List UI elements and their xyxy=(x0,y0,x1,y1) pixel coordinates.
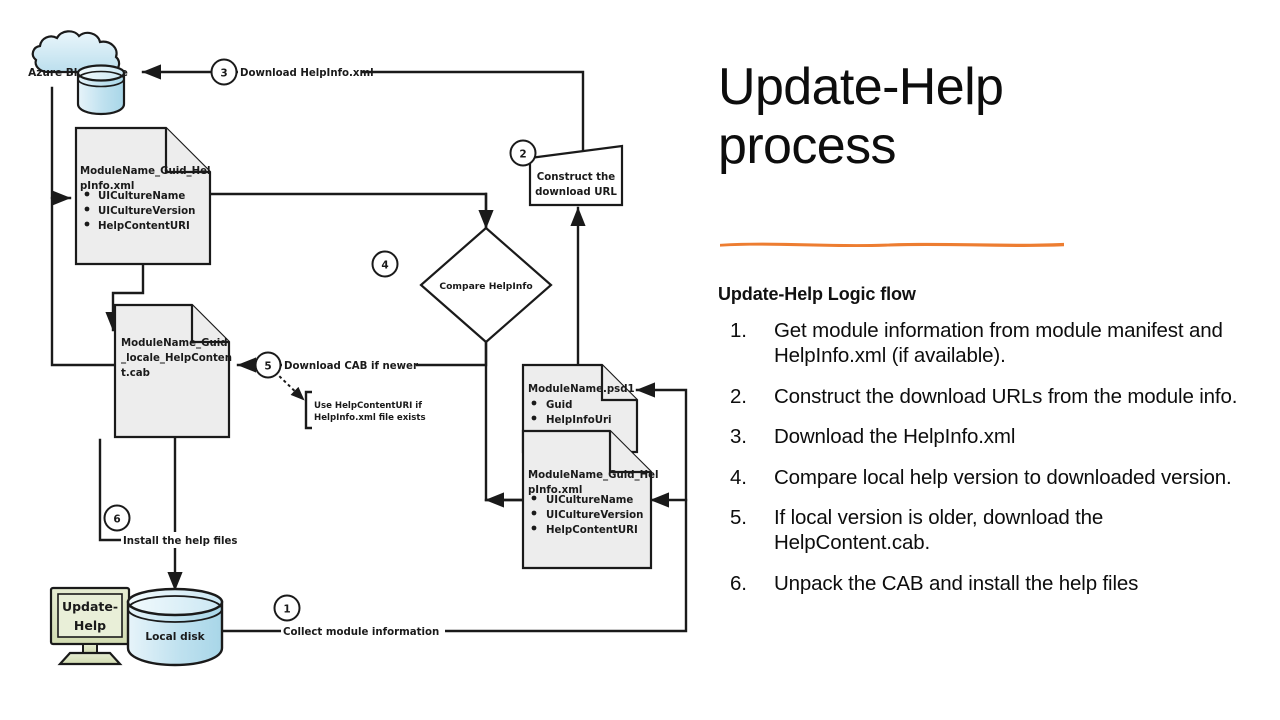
doc-helpinfo-bottom-title-1: ModuleName_Guid_Hel xyxy=(528,470,659,481)
doc-psd1-bullet-1: HelpInfoUri xyxy=(546,415,611,426)
list-item: 4. Compare local help version to download… xyxy=(718,465,1258,490)
doc-psd1-title: ModuleName.psd1 xyxy=(528,384,635,395)
step-badge-6-number: 6 xyxy=(113,514,120,526)
doc-psd1-bullet-0: Guid xyxy=(546,400,572,411)
callout-leader-line xyxy=(274,371,305,401)
edge-label-download-helpinfo: Download HelpInfo.xml xyxy=(240,68,374,79)
callout-note-line-2: HelpInfo.xml file exists xyxy=(314,413,426,423)
local-disk-label: Local disk xyxy=(145,631,205,643)
connector-helpinfo-to-compare xyxy=(208,192,494,230)
step-badge-2-number: 2 xyxy=(519,149,526,161)
doc-cab xyxy=(113,303,231,439)
bullet-dot xyxy=(84,206,90,212)
doc-cab-line-3: t.cab xyxy=(121,368,150,379)
list-item-number: 1. xyxy=(730,319,747,342)
bullet-dot xyxy=(531,510,537,516)
doc-helpinfo-top-bullet-2: HelpContentURI xyxy=(98,221,190,232)
bullet-dot xyxy=(531,400,537,406)
step-badge-6[interactable]: 6 xyxy=(103,504,131,532)
label-bg xyxy=(121,532,225,548)
list-item: 3. Download the HelpInfo.xml xyxy=(718,424,1258,449)
local-disk-cylinder xyxy=(126,587,224,667)
computer-update-help-icon xyxy=(49,586,131,666)
step-badge-3[interactable]: 3 xyxy=(210,58,238,86)
list-item-number: 3. xyxy=(730,425,747,449)
doc-helpinfo-bottom-bullet-1: UICultureVersion xyxy=(546,510,643,521)
doc-helpinfo-top-title-2: pInfo.xml xyxy=(80,181,134,192)
list-item: 5. If local version is older, download th… xyxy=(718,505,1258,556)
list-item-number: 4. xyxy=(730,465,747,489)
doc-helpinfo-bottom-bullet-0: UICultureName xyxy=(546,495,633,506)
logic-flow-step-list: 1. Get module information from module man… xyxy=(718,318,1258,611)
computer-label-line-1: Update- xyxy=(62,599,118,614)
page-title-line-1: Update-Help xyxy=(718,58,1004,116)
step-badge-2[interactable]: 2 xyxy=(509,139,537,167)
step-badge-5[interactable]: 5 xyxy=(254,351,282,379)
process-construct-line-1: Construct the xyxy=(537,172,616,183)
list-item-text: Compare local help version to downloaded… xyxy=(774,465,1232,489)
list-item: 6. Unpack the CAB and install the help fi… xyxy=(718,571,1258,596)
label-bg xyxy=(281,623,445,639)
list-item-text: Construct the download URLs from the mod… xyxy=(774,384,1238,408)
edge-label-download-cab-if-newer: Download CAB if newer xyxy=(284,361,418,372)
label-bg xyxy=(282,357,416,373)
doc-cab-line-1: ModuleName_Guid xyxy=(121,338,228,349)
connector-cloud-to-helpinfo-doc xyxy=(50,86,72,206)
connector-collect-module-information xyxy=(220,382,688,633)
blob-cylinder-icon xyxy=(76,64,126,116)
label-bg xyxy=(238,64,362,80)
doc-cab-line-2: _locale_HelpConten xyxy=(121,353,232,364)
decision-compare-helpinfo xyxy=(419,226,553,344)
page-title-line-2: process xyxy=(718,116,896,175)
edge-label-collect-module-information: Collect module information xyxy=(283,627,439,638)
accent-underline xyxy=(720,242,1064,247)
callout-note-line-1: Use HelpContentURI if xyxy=(314,401,422,411)
doc-helpinfo-top-bullet-1: UICultureVersion xyxy=(98,206,195,217)
azure-blob-store-shape xyxy=(31,30,121,74)
list-item-text: If local version is older, download the … xyxy=(774,506,1104,555)
content-panel: Update-Help process Update-Help Logic fl… xyxy=(710,0,1280,720)
list-item-number: 6. xyxy=(730,571,747,595)
bullet-dot xyxy=(531,415,537,421)
bullet-dot xyxy=(531,525,537,531)
bullet-dot xyxy=(84,221,90,227)
list-item-text: Download the HelpInfo.xml xyxy=(774,425,1016,449)
doc-helpinfo-bottom-title-2: pInfo.xml xyxy=(528,485,582,496)
step-badge-1-number: 1 xyxy=(283,604,290,616)
bullet-dot xyxy=(84,191,90,197)
step-badge-3-number: 3 xyxy=(220,68,227,80)
doc-helpinfo-top xyxy=(74,126,212,266)
process-construct-download-url xyxy=(528,144,624,207)
update-help-flow-diagram: Azure Blob Store ModuleName_Guid_Hel pIn… xyxy=(28,30,688,667)
list-item: 2. Construct the download URLs from the m… xyxy=(718,384,1258,409)
doc-helpinfo-top-bullet-0: UICultureName xyxy=(98,191,185,202)
computer-label-line-2: Help xyxy=(74,618,106,633)
edge-label-install-help-files: Install the help files xyxy=(123,536,237,547)
step-badge-4-number: 4 xyxy=(381,260,388,272)
callout-note-bracket xyxy=(304,390,312,430)
decision-compare-helpinfo-label: Compare HelpInfo xyxy=(439,281,532,292)
process-construct-line-2: download URL xyxy=(535,187,617,198)
connector-install-help-files xyxy=(98,438,124,542)
list-item-text: Unpack the CAB and install the help file… xyxy=(774,571,1139,595)
list-item-number: 5. xyxy=(730,506,747,530)
section-subheading: Update-Help Logic flow xyxy=(718,284,916,304)
step-badge-5-number: 5 xyxy=(264,361,271,373)
doc-helpinfo-bottom xyxy=(521,429,653,570)
doc-helpinfo-top-title-1: ModuleName_Guid_Hel xyxy=(80,166,211,177)
doc-helpinfo-bottom-bullet-2: HelpContentURI xyxy=(546,525,638,536)
bullet-dot xyxy=(531,495,537,501)
page-title: Update-Help process xyxy=(718,58,1138,176)
list-item-number: 2. xyxy=(730,384,747,408)
connector-helpinfo-to-cab xyxy=(105,262,145,332)
list-item: 1. Get module information from module man… xyxy=(718,318,1258,369)
step-badge-4[interactable]: 4 xyxy=(371,250,399,278)
list-item-text: Get module information from module manif… xyxy=(774,319,1223,368)
step-badge-1[interactable]: 1 xyxy=(273,594,301,622)
